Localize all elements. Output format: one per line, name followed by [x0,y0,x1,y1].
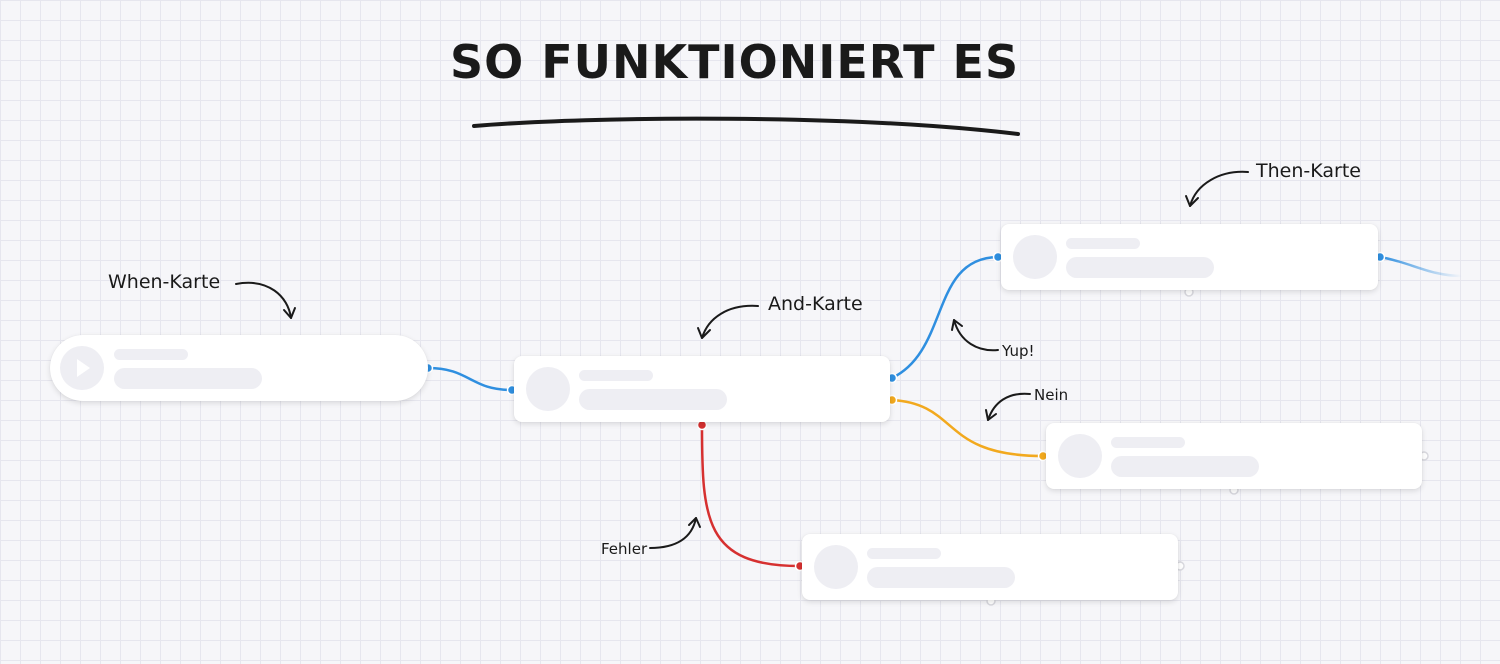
page-title: So funktioniert es [450,35,1020,89]
placeholder-title [579,370,653,381]
link-and-to-fehler [700,424,801,568]
play-icon [60,346,104,390]
placeholder-title [1066,238,1140,249]
when-card[interactable] [50,335,428,401]
link-then-out [1379,255,1463,278]
label-yup: Yup! [1002,342,1035,360]
link-and-to-nein [891,398,1044,458]
and-card[interactable] [514,356,890,422]
arrow-and [701,304,759,339]
arrow-then [1189,170,1249,207]
placeholder-subtitle [867,567,1015,588]
label-and-card: And-Karte [768,293,863,315]
placeholder-subtitle [1066,257,1214,278]
arrow-fehler [649,517,697,549]
label-when-card: When-Karte [108,271,221,293]
placeholder-title [1111,437,1185,448]
label-then-card: Then-Karte [1256,160,1361,182]
title-underline [472,116,1020,136]
card-avatar [1058,434,1102,478]
card-avatar [1013,235,1057,279]
placeholder-subtitle [1111,456,1259,477]
placeholder-subtitle [579,389,727,410]
arrow-nein [987,392,1031,421]
fehler-card[interactable] [802,534,1178,600]
link-and-to-then [891,255,999,380]
then-card[interactable] [1001,224,1378,290]
label-nein: Nein [1034,386,1069,404]
placeholder-subtitle [114,368,262,389]
placeholder-title [114,349,188,360]
arrow-yup [953,319,999,352]
arrow-when [235,281,292,319]
link-when-to-and [427,366,513,392]
card-avatar [814,545,858,589]
card-avatar [526,367,570,411]
nein-card[interactable] [1046,423,1422,489]
placeholder-title [867,548,941,559]
label-fehler: Fehler [601,540,648,558]
